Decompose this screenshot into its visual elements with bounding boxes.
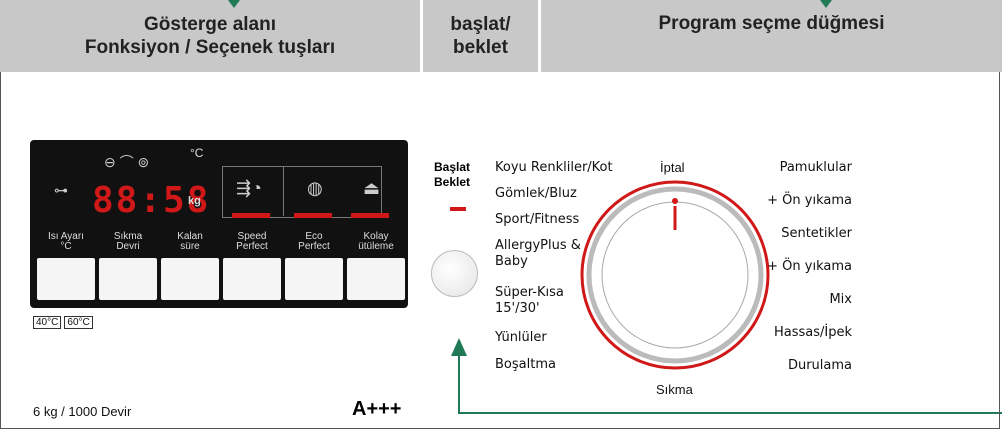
program-super-short-line1[interactable]: Süper-Kısa <box>495 285 564 300</box>
capacity-label: 6 kg / 1000 Devir <box>33 404 132 419</box>
program-shirts[interactable]: Gömlek/Bluz <box>495 186 577 201</box>
function-button[interactable] <box>37 258 95 300</box>
program-synthetics[interactable]: Sentetikler <box>781 226 852 241</box>
temp-tag-60: 60°C <box>64 316 93 329</box>
dial-spin-label: Sıkma <box>656 382 693 397</box>
header-display-area: Gösterge alanı Fonksiyon / Seçenek tuşla… <box>0 0 423 72</box>
start-label-line1: Başlat <box>434 160 471 174</box>
ironing-indicator <box>351 213 389 218</box>
program-allergy-line1[interactable]: AllergyPlus & <box>495 238 581 253</box>
function-divider <box>283 166 284 216</box>
function-button[interactable] <box>285 258 343 300</box>
lock-icon: ⊶ <box>54 182 68 198</box>
speed-indicator <box>232 213 270 218</box>
eco-indicator <box>294 213 332 218</box>
button-label-line2: Devri <box>116 241 140 252</box>
program-prewash-2[interactable]: + Ön yıkama <box>767 259 852 274</box>
function-button[interactable] <box>161 258 219 300</box>
energy-class-label: A+++ <box>352 398 402 420</box>
program-drain[interactable]: Boşaltma <box>495 357 556 372</box>
wash-icons: ⊖ ⌒ ⊚ <box>104 154 150 170</box>
program-super-short-line2[interactable]: 15'/30' <box>495 301 540 316</box>
temp-tags: 40°C 60°C <box>33 316 93 329</box>
arrow-down-icon-right <box>820 0 832 8</box>
button-label-line2: °C <box>60 241 72 252</box>
arrow-up-icon <box>451 338 467 356</box>
function-button-label: Isı Ayarı°C <box>37 232 95 252</box>
button-label-line2: Perfect <box>298 241 330 252</box>
pointer-line <box>458 352 1002 414</box>
dial-cancel-label: İptal <box>660 160 685 175</box>
program-dark-colors[interactable]: Koyu Renkliler/Kot <box>495 160 613 175</box>
program-cotton[interactable]: Pamuklular <box>779 160 852 175</box>
button-label-line2: ütüleme <box>358 241 394 252</box>
deg-symbol: °C <box>190 146 204 160</box>
program-sport[interactable]: Sport/Fitness <box>495 212 580 227</box>
start-pause-button[interactable] <box>431 250 478 297</box>
program-allergy-line2[interactable]: Baby <box>495 254 528 269</box>
button-label-line1: Speed <box>237 231 267 242</box>
button-label-line2: Perfect <box>236 241 268 252</box>
eco-perfect-icon: ◍ <box>307 178 323 198</box>
header-start-line2: beklet <box>453 37 508 58</box>
header-program-selector: Program seçme düğmesi <box>541 0 1002 72</box>
function-button[interactable] <box>347 258 405 300</box>
program-delicate-silk[interactable]: Hassas/İpek <box>773 325 852 340</box>
speed-perfect-icon: ⇶◔ <box>236 178 262 198</box>
button-label-line1: Isı Ayarı <box>48 231 84 242</box>
button-label-line2: süre <box>180 241 200 252</box>
button-label-line1: Kalan <box>177 231 203 242</box>
button-label-line1: Eco <box>305 231 323 242</box>
display-screen: 88:58 °C kg ⇶◔ ◍ ⏏ ⊶ ⊖ ⌒ ⊚ <box>30 140 408 308</box>
program-rinse[interactable]: Durulama <box>787 358 852 373</box>
button-label-line1: Sıkma <box>113 231 143 242</box>
temp-tag-40: 40°C <box>33 316 62 329</box>
header-start-pause: başlat/ beklet <box>423 0 541 72</box>
header-start-line1: başlat/ <box>450 14 511 35</box>
program-mix[interactable]: Mix <box>829 292 852 307</box>
button-label-line1: Kolay <box>363 231 389 242</box>
start-indicator <box>450 207 466 211</box>
iron-icon: ⏏ <box>363 178 381 198</box>
header-display-line1: Gösterge alanı <box>144 14 276 35</box>
header-display-line2: Fonksiyon / Seçenek tuşları <box>84 37 336 58</box>
arrow-down-icon-left <box>228 0 240 8</box>
header-program-title: Program seçme düğmesi <box>658 13 885 34</box>
function-button[interactable] <box>99 258 157 300</box>
start-label-line2: Beklet <box>434 175 471 189</box>
start-pause-label: Başlat Beklet <box>434 160 470 190</box>
program-dial[interactable] <box>570 170 780 380</box>
program-wool[interactable]: Yünlüler <box>495 330 547 345</box>
program-prewash-1[interactable]: + Ön yıkama <box>767 193 852 208</box>
function-button[interactable] <box>223 258 281 300</box>
time-display: 88:58 <box>92 180 211 221</box>
control-panel <box>0 72 1000 429</box>
kg-symbol: kg <box>188 195 201 207</box>
